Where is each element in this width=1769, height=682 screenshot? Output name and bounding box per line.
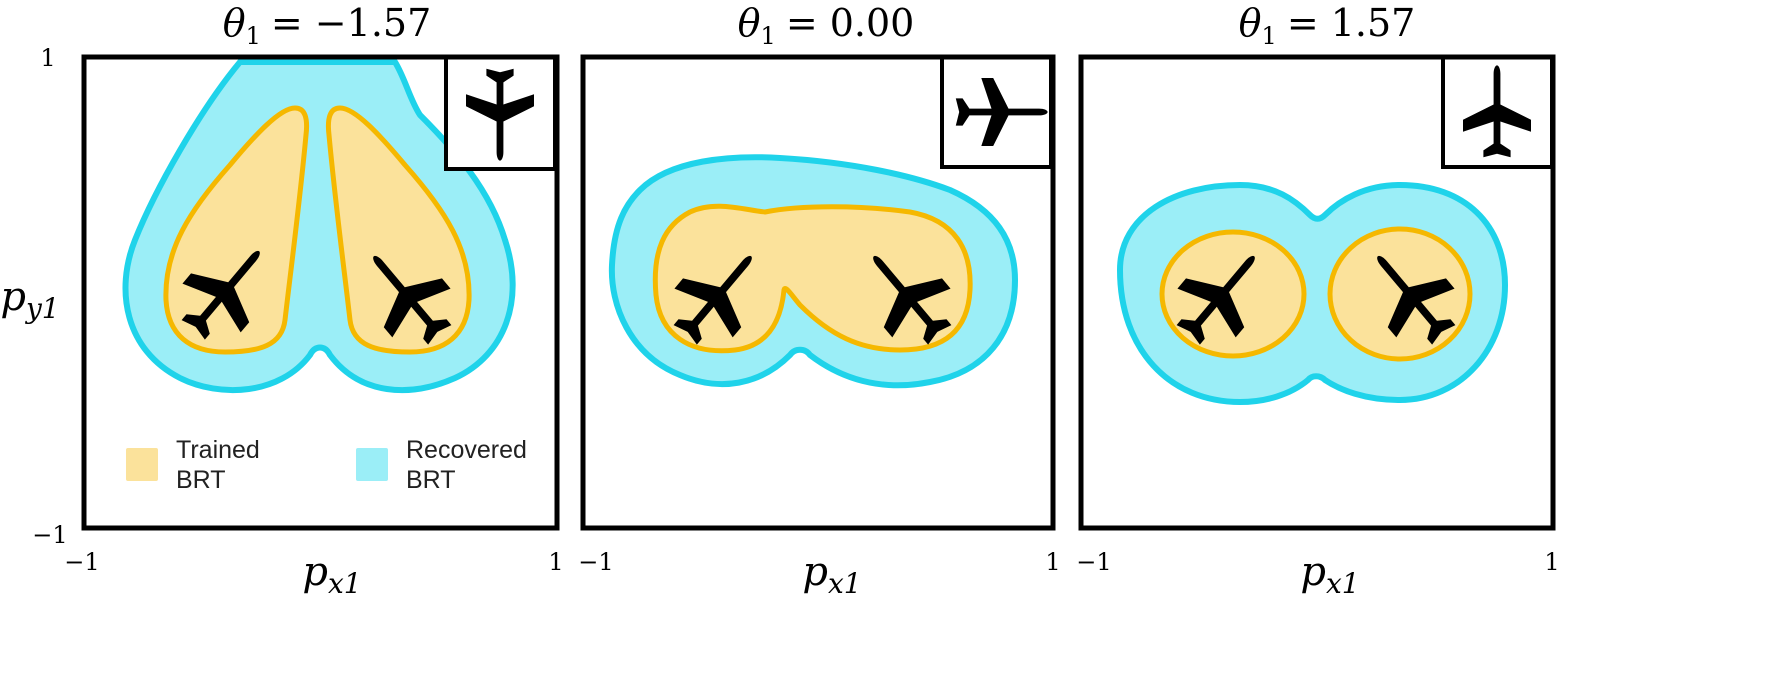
panel-1-xtick-min: −1 (64, 548, 99, 576)
panel-3-frame (1078, 54, 1556, 531)
panel-2-xlabel: px1 (802, 549, 861, 600)
panel-2-xtick-min: −1 (578, 548, 613, 576)
panel-1-frame (81, 54, 560, 531)
legend-trained-line1: Trained (176, 436, 260, 464)
y-tick-min: −1 (32, 521, 67, 549)
panel-1-xtick-max: 1 (548, 548, 563, 576)
panel-1-trained-brt-left (163, 105, 310, 355)
panel-3-xtick-min: −1 (1076, 548, 1111, 576)
y-axis-label: py1 (0, 274, 59, 325)
panel-3-trained-brt-right (1327, 226, 1473, 362)
legend-recovered-line1: Recovered (406, 436, 527, 464)
legend-trained-line2: BRT (176, 466, 226, 494)
panel-2-title: θ1= 0.00 (738, 1, 915, 50)
panel-2-frame (580, 54, 1056, 531)
panel-3-trained-brt-left (1159, 229, 1307, 359)
legend-recovered-swatch (356, 448, 388, 481)
panel-3-xlabel: px1 (1300, 549, 1359, 600)
y-axis: 1 −1 py1 (0, 44, 67, 549)
legend-recovered-line2: BRT (406, 466, 456, 494)
panel-1-title: θ1= −1.57 (223, 1, 432, 50)
panel-1-xlabel: px1 (302, 549, 361, 600)
panel-3-title: θ1= 1.57 (1239, 1, 1416, 50)
legend-trained-swatch (126, 448, 158, 481)
panel-3: θ1= 1.57 −1 1 px1 (1076, 1, 1559, 600)
panel-1: θ1= −1.57 Trained BRT Recovered BRT −1 1… (64, 1, 563, 600)
panel-3-xtick-max: 1 (1544, 548, 1559, 576)
panel-2: θ1= 0.00 −1 1 px1 (578, 1, 1060, 600)
y-tick-max: 1 (40, 44, 55, 72)
panel-2-xtick-max: 1 (1045, 548, 1060, 576)
